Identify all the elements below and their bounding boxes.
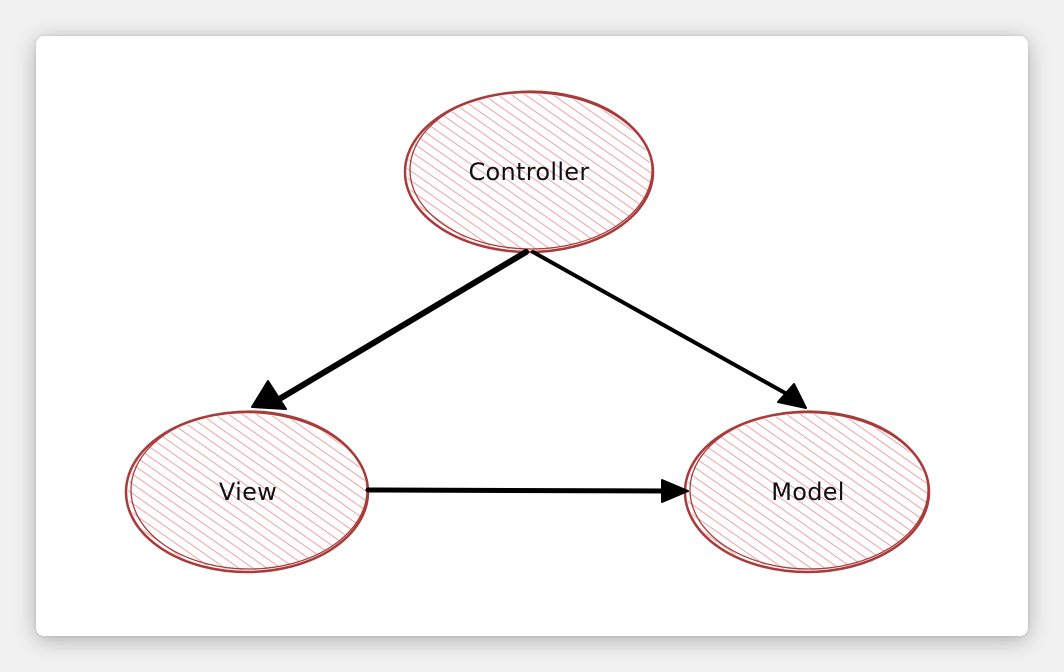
arrowhead — [661, 479, 689, 503]
controller-outline-sketch — [409, 90, 653, 250]
arrowhead — [251, 380, 287, 410]
view-fill — [128, 414, 366, 570]
diagram-canvas: Controller View Model — [36, 36, 1028, 636]
arrowhead — [777, 383, 807, 409]
model-outline-sketch — [689, 410, 929, 570]
model-fill — [687, 414, 927, 570]
edge-view-to-model — [365, 479, 689, 503]
node-view[interactable]: View — [124, 410, 370, 574]
node-controller[interactable]: Controller — [403, 90, 655, 254]
controller-label: Controller — [468, 158, 589, 186]
model-label: Model — [771, 478, 845, 506]
edge-controller-to-view — [251, 249, 529, 410]
edge-controller-to-model — [531, 250, 807, 409]
view-label: View — [219, 478, 277, 506]
node-model[interactable]: Model — [683, 410, 931, 574]
mvc-diagram: Controller View Model — [124, 90, 931, 574]
controller-fill — [407, 94, 651, 250]
